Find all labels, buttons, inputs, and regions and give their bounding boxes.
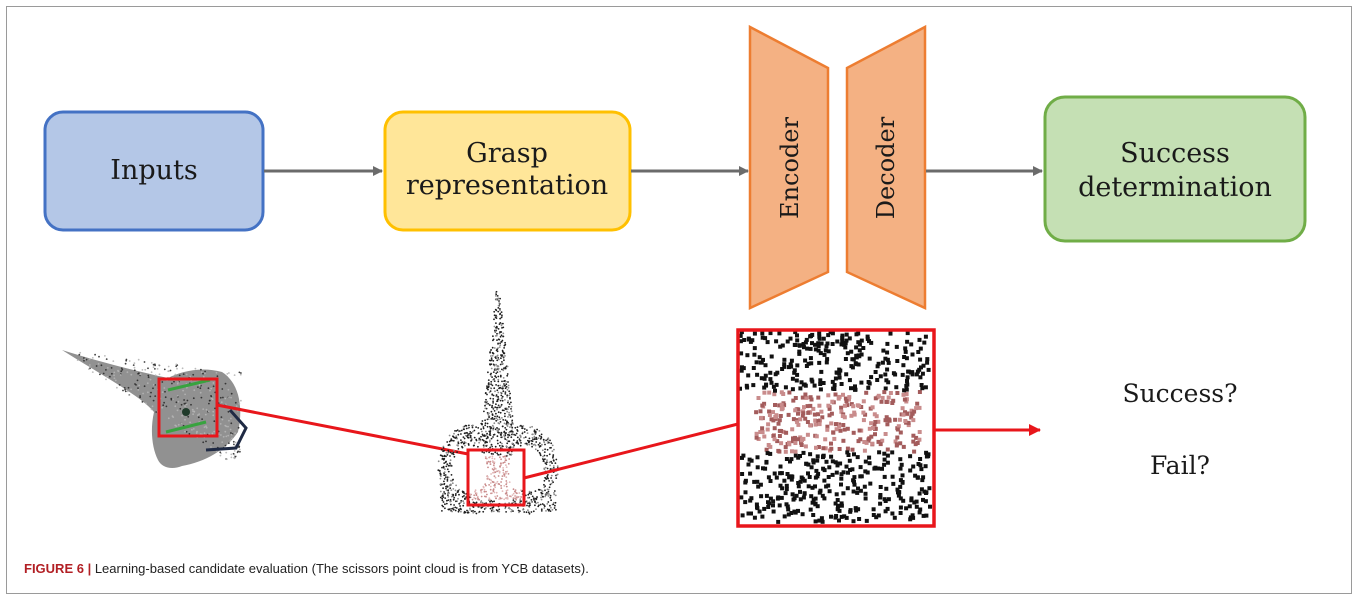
zoom-frame: [736, 328, 936, 528]
success-determination-node: Success determination: [1043, 95, 1307, 243]
zoomed-grasp-region: [736, 328, 936, 528]
figure-number: FIGURE 6 |: [24, 561, 92, 576]
scissors-point-cloud-angled: [62, 350, 248, 468]
caption-text: Learning-based candidate evaluation (The…: [91, 561, 589, 576]
zoom-connector-b: [523, 422, 739, 480]
zoom-connector-a: [216, 403, 469, 456]
scissors-point-cloud-top: [437, 290, 559, 515]
zoomed-points: [738, 330, 932, 524]
outcome-fail: Fail?: [1150, 451, 1210, 480]
point-cloud-b-dots: [437, 290, 559, 515]
grasp-jaw-bottom-icon: [165, 420, 207, 434]
gripper-icon: [205, 409, 248, 452]
grasp-highlight-box-a: [157, 377, 219, 438]
grasp-label-line1: Grasp: [466, 138, 548, 169]
decoder-node: Decoder: [845, 24, 927, 310]
success-label-line1: Success: [1120, 138, 1230, 169]
grasp-representation-node: Grasp representation: [383, 110, 632, 232]
encoder-node: Encoder: [748, 24, 830, 310]
figure-caption: FIGURE 6 | Learning-based candidate eval…: [24, 561, 589, 576]
inputs-node: Inputs: [43, 110, 265, 232]
decoder-label: Decoder: [872, 116, 900, 219]
grasp-jaw-top-icon: [167, 378, 211, 392]
grasp-label-line2: representation: [406, 170, 608, 201]
success-label-line2: determination: [1078, 172, 1272, 203]
grasp-center-icon: [182, 408, 190, 416]
outcome-success: Success?: [1122, 379, 1237, 408]
encoder-label: Encoder: [776, 117, 804, 219]
inputs-label: Inputs: [110, 155, 197, 186]
